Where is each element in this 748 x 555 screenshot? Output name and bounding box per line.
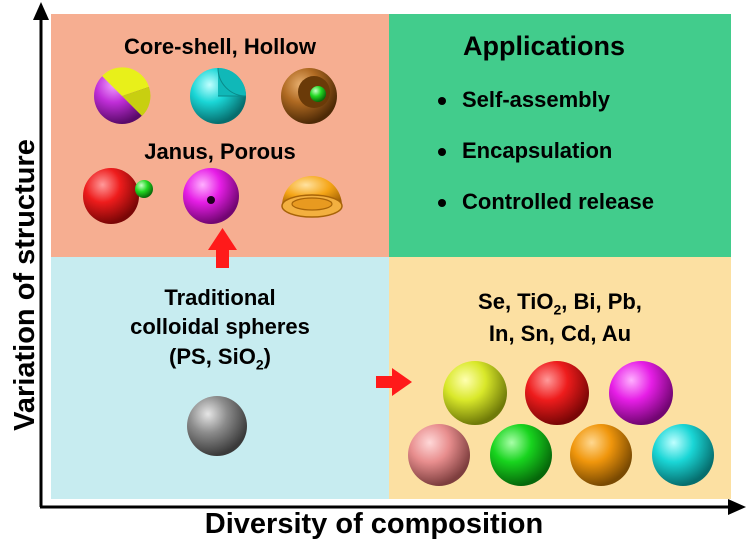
hollow-sphere-cutaway-icon xyxy=(190,67,247,124)
arrow-right-icon xyxy=(376,368,412,396)
application-item-controlled-release: Controlled release xyxy=(462,189,654,214)
bullet-icon xyxy=(438,97,446,105)
sphere-magenta-icon xyxy=(609,361,673,425)
y-axis xyxy=(33,2,49,507)
bullet-icon xyxy=(438,199,446,207)
arrow-up-icon xyxy=(208,228,237,268)
traditional-line-1: Traditional xyxy=(164,285,276,310)
traditional-sphere-icon xyxy=(187,396,247,456)
traditional-line-3-prefix: (PS, SiO xyxy=(169,344,256,369)
applications-title: Applications xyxy=(463,31,626,61)
core-shell-hollow-heading: Core-shell, Hollow xyxy=(124,34,316,59)
x-axis-label: Diversity of composition xyxy=(204,508,544,540)
sphere-orange-icon xyxy=(570,424,632,486)
composition-line-2: In, Sn, Cd, Au xyxy=(488,321,632,346)
quadrant-applications xyxy=(389,14,731,257)
porous-sphere-icon xyxy=(183,168,239,224)
composition-line-1-b: , Bi, Pb, xyxy=(561,289,642,314)
sphere-pink-icon xyxy=(408,424,470,486)
traditional-line-3: (PS, SiO2) xyxy=(51,344,389,372)
core-shell-sphere-icon xyxy=(94,67,151,124)
sphere-yellow-icon xyxy=(443,361,507,425)
composition-line-1: Se, TiO2, Bi, Pb, xyxy=(389,289,731,317)
x-axis xyxy=(40,499,746,515)
sphere-cyan-icon xyxy=(652,424,714,486)
yolk-shell-sphere-icon xyxy=(281,68,337,124)
composition-spheres xyxy=(408,361,714,486)
janus-sphere-icon xyxy=(83,168,153,224)
y-axis-label: Variation of structure xyxy=(9,139,41,431)
traditional-line-3-suffix: ) xyxy=(263,344,271,369)
application-item-self-assembly: Self-assembly xyxy=(462,87,610,112)
sphere-green-icon xyxy=(490,424,552,486)
application-item-encapsulation: Encapsulation xyxy=(462,138,613,163)
quadrant-traditional xyxy=(51,257,389,499)
traditional-line-2: colloidal spheres xyxy=(130,314,310,339)
hemisphere-shell-icon xyxy=(281,176,343,218)
sphere-red-icon xyxy=(525,361,589,425)
x-axis-arrowhead-icon xyxy=(728,499,746,515)
janus-porous-heading: Janus, Porous xyxy=(144,139,296,164)
bullet-icon xyxy=(438,148,446,156)
traditional-line-3-subscript: 2 xyxy=(255,356,264,373)
y-axis-arrowhead-icon xyxy=(33,2,49,20)
composition-line-1-a: Se, TiO xyxy=(478,289,554,314)
composition-line-1-subscript: 2 xyxy=(553,301,562,318)
